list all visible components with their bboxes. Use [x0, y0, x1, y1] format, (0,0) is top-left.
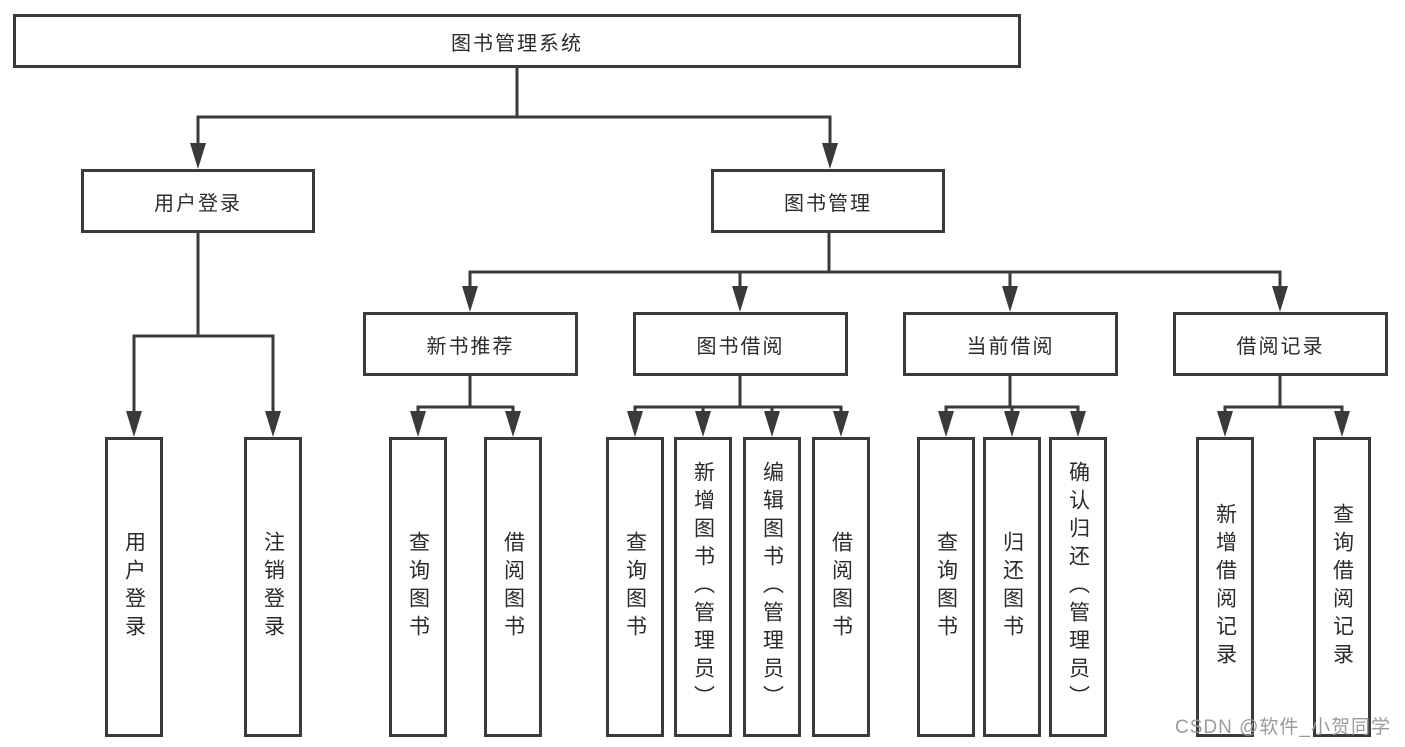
leaf-borrow-query-books: 查询图书	[606, 437, 664, 737]
leaf-borrow-query-books-label: 查询图书	[623, 531, 647, 643]
leaf-confirm-return-admin-label: 确认归还（管理员）	[1066, 461, 1090, 713]
leaf-borrow-books-label: 借阅图书	[829, 531, 853, 643]
node-new-book-recommend: 新书推荐	[363, 312, 578, 376]
node-user-login-label: 用户登录	[154, 192, 242, 215]
node-current-borrow-label: 当前借阅	[966, 335, 1055, 358]
leaf-confirm-return-admin: 确认归还（管理员）	[1049, 437, 1107, 737]
leaf-recommend-borrow-books-label: 借阅图书	[501, 531, 525, 643]
leaf-current-query-books: 查询图书	[917, 437, 975, 737]
node-user-login: 用户登录	[81, 169, 315, 233]
leaf-query-borrow-record-label: 查询借阅记录	[1330, 503, 1354, 671]
leaf-recommend-borrow-books: 借阅图书	[484, 437, 542, 737]
leaf-add-books-admin: 新增图书（管理员）	[674, 437, 732, 737]
leaf-recommend-query-books-label: 查询图书	[406, 531, 430, 643]
leaf-borrow-books: 借阅图书	[812, 437, 870, 737]
leaf-logout-label: 注销登录	[261, 531, 285, 643]
leaf-user-login: 用户登录	[105, 437, 163, 737]
leaf-recommend-query-books: 查询图书	[389, 437, 447, 737]
node-book-borrow-label: 图书借阅	[696, 335, 785, 358]
leaf-add-borrow-record: 新增借阅记录	[1196, 437, 1254, 737]
node-borrow-records-label: 借阅记录	[1236, 335, 1325, 358]
leaf-add-books-admin-label: 新增图书（管理员）	[691, 461, 715, 713]
leaf-return-books: 归还图书	[983, 437, 1041, 737]
leaf-add-borrow-record-label: 新增借阅记录	[1213, 503, 1237, 671]
node-system-root-label: 图书管理系统	[451, 32, 583, 55]
node-new-book-recommend-label: 新书推荐	[426, 335, 515, 358]
node-system-root: 图书管理系统	[13, 14, 1021, 68]
leaf-return-books-label: 归还图书	[1000, 531, 1024, 643]
leaf-logout: 注销登录	[244, 437, 302, 737]
leaf-user-login-label: 用户登录	[122, 531, 146, 643]
leaf-edit-books-admin-label: 编辑图书（管理员）	[760, 461, 784, 713]
csdn-watermark: CSDN @软件_小贺同学	[1175, 717, 1391, 738]
node-book-management-label: 图书管理	[784, 192, 872, 215]
leaf-edit-books-admin: 编辑图书（管理员）	[743, 437, 801, 737]
leaf-current-query-books-label: 查询图书	[934, 531, 958, 643]
node-borrow-records: 借阅记录	[1173, 312, 1388, 376]
node-book-management: 图书管理	[711, 169, 945, 233]
node-current-borrow: 当前借阅	[903, 312, 1118, 376]
leaf-query-borrow-record: 查询借阅记录	[1313, 437, 1371, 737]
node-book-borrow: 图书借阅	[633, 312, 848, 376]
